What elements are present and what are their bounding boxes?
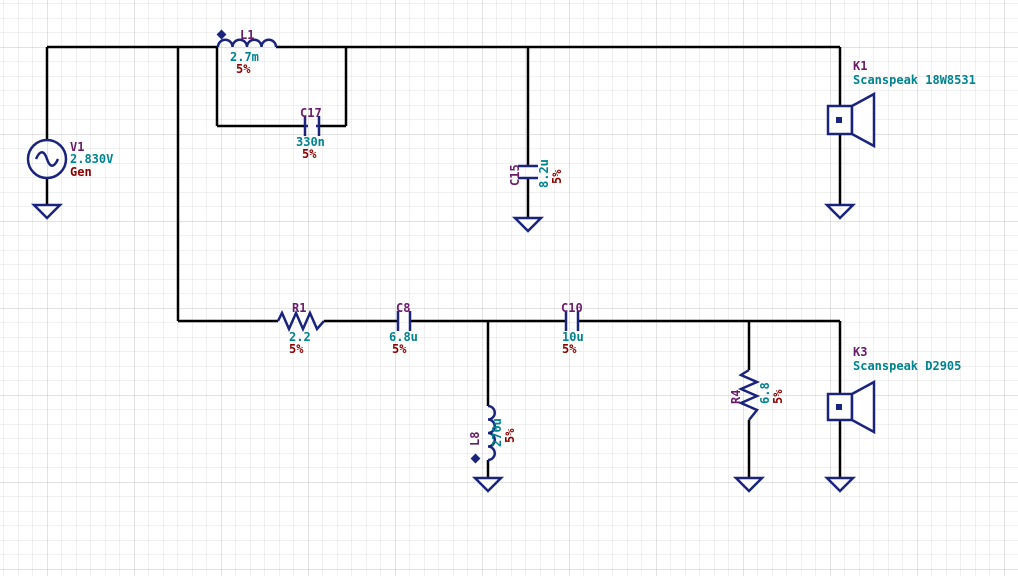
l1-value: 2.7m: [230, 50, 259, 64]
r4-value: 6.8: [758, 382, 772, 404]
c10-capacitor[interactable]: C10 10u 5%: [561, 301, 584, 356]
c10-tolerance: 5%: [562, 342, 577, 356]
r4-tolerance: 5%: [771, 389, 785, 404]
c17-tolerance: 5%: [302, 147, 317, 161]
l8-tolerance: 5%: [503, 428, 517, 443]
k3-name: K3: [853, 345, 867, 359]
ground-k1: [823, 203, 857, 220]
v1-name: V1: [70, 140, 84, 154]
c17-name: C17: [300, 106, 322, 120]
l1-name: L1: [240, 28, 254, 42]
ground-c15: [511, 216, 545, 233]
r4-resistor[interactable]: R4 6.8 5%: [729, 368, 785, 421]
c8-capacitor[interactable]: C8 6.8u 5%: [389, 301, 418, 356]
ground-l8: [471, 476, 505, 493]
v1-extra: Gen: [70, 165, 92, 179]
c8-tolerance: 5%: [392, 342, 407, 356]
r1-resistor[interactable]: R1 2.2 5%: [276, 301, 325, 356]
c15-value: 8.2u: [537, 159, 551, 188]
c8-name: C8: [396, 301, 410, 315]
l8-inductor[interactable]: L8 270u 5%: [468, 404, 517, 464]
l1-tolerance: 5%: [236, 62, 251, 76]
k3-speaker[interactable]: K3 Scanspeak D2905: [826, 345, 961, 435]
ground-r4: [732, 476, 766, 493]
v1-value: 2.830V: [70, 152, 113, 166]
polarity-dot-icon: [470, 453, 481, 464]
c8-value: 6.8u: [389, 330, 418, 344]
c15-name: C15: [508, 164, 522, 186]
c15-capacitor[interactable]: C15 8.2u 5%: [508, 159, 564, 188]
k1-name: K1: [853, 59, 867, 73]
l8-value: 270u: [490, 418, 504, 447]
k1-value: Scanspeak 18W8531: [853, 73, 976, 87]
r1-tolerance: 5%: [289, 342, 304, 356]
sine-icon: [34, 151, 60, 167]
ground-v1: [30, 203, 64, 220]
k3-value: Scanspeak D2905: [853, 359, 961, 373]
r4-name: R4: [729, 390, 743, 404]
c15-tolerance: 5%: [550, 169, 564, 184]
polarity-dot-icon: [216, 29, 227, 40]
r1-value: 2.2: [289, 330, 311, 344]
c17-value: 330n: [296, 135, 325, 149]
k1-speaker[interactable]: K1 Scanspeak 18W8531: [826, 59, 976, 149]
r1-name: R1: [292, 301, 306, 315]
l8-name: L8: [468, 432, 482, 446]
v1-voltage-source[interactable]: V1 2.830V Gen: [26, 138, 113, 180]
c10-value: 10u: [562, 330, 584, 344]
c17-capacitor[interactable]: C17 330n 5%: [296, 106, 325, 161]
l1-inductor[interactable]: L1 2.7m 5%: [216, 28, 278, 76]
wires: [45, 45, 842, 478]
c10-name: C10: [561, 301, 583, 315]
ground-k3: [823, 476, 857, 493]
